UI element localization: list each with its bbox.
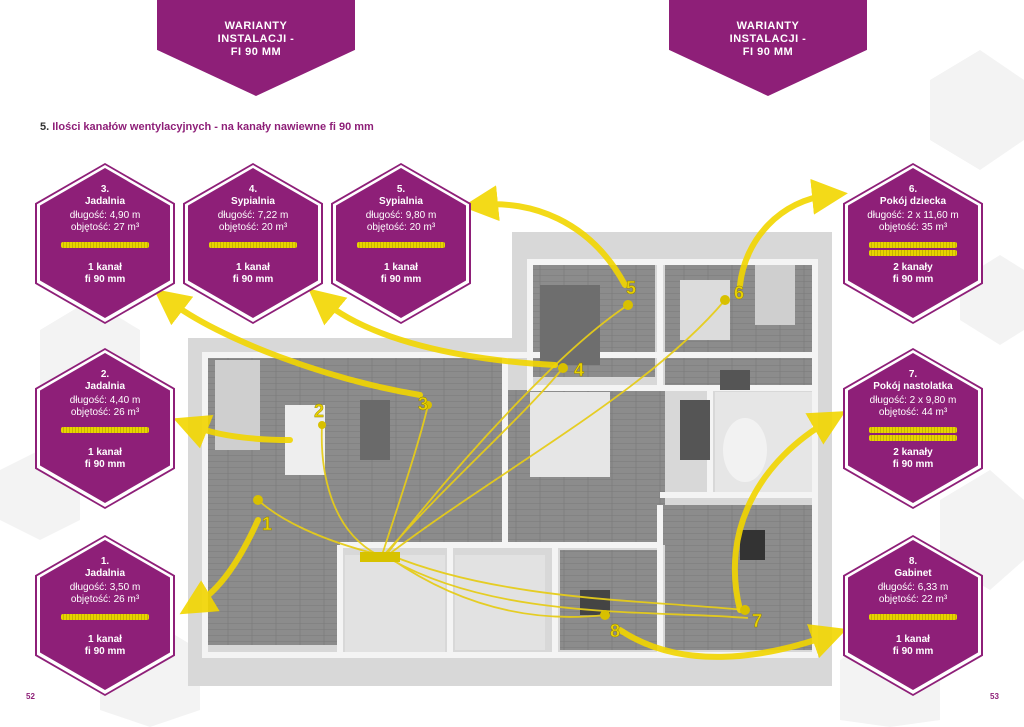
channel-diameter: fi 90 mm — [84, 274, 126, 285]
channel-diameter: fi 90 mm — [84, 646, 126, 657]
marker-7: 7 — [752, 611, 762, 631]
room-volume: objętość: 26 m³ — [70, 407, 140, 418]
room-number: 1. — [100, 556, 110, 567]
marker-4: 4 — [574, 360, 584, 380]
room-number: 7. — [908, 369, 918, 380]
duct-bar-icon — [61, 242, 149, 248]
marker-2: 2 — [314, 401, 324, 421]
channel-count: 2 kanały — [893, 262, 933, 273]
channel-count: 1 kanał — [88, 447, 122, 458]
banner-right-line2: INSTALACJI - — [729, 33, 807, 45]
duct-bars — [357, 242, 445, 248]
banner-left-line2: INSTALACJI - — [217, 33, 295, 45]
duct-bar-icon — [209, 242, 297, 248]
duct-bar-icon — [869, 242, 957, 248]
banner-right-line1: WARIANTY — [736, 20, 800, 32]
banner-left-line3: FI 90 MM — [230, 46, 282, 58]
duct-bar-icon — [869, 427, 957, 433]
room-volume: objętość: 26 m³ — [70, 594, 140, 605]
duct-bars — [61, 427, 149, 433]
channel-diameter: fi 90 mm — [84, 459, 126, 470]
room-length: długość: 3,50 m — [69, 582, 141, 593]
room-name: Gabinet — [894, 568, 932, 579]
channel-count: 2 kanały — [893, 447, 933, 458]
outlet-dots — [253, 295, 750, 620]
room-number: 8. — [908, 556, 918, 567]
channel-count: 1 kanał — [896, 634, 930, 645]
channel-diameter: fi 90 mm — [380, 274, 422, 285]
banner-right-line3: FI 90 MM — [742, 46, 794, 58]
duct-bar-icon — [869, 250, 957, 256]
marker-8: 8 — [610, 621, 620, 641]
channel-count: 1 kanał — [88, 262, 122, 273]
room-number: 6. — [908, 184, 918, 195]
room-name: Jadalnia — [84, 196, 126, 207]
channel-count: 1 kanał — [384, 262, 418, 273]
room-volume: objętość: 27 m³ — [70, 222, 140, 233]
room-number: 4. — [248, 184, 258, 195]
marker-5: 5 — [626, 278, 636, 298]
room-number: 3. — [100, 184, 110, 195]
room-length: długość: 9,80 m — [365, 210, 437, 221]
room-volume: objętość: 20 m³ — [366, 222, 436, 233]
apartment-outline — [188, 232, 832, 686]
room-name: Pokój nastolatka — [873, 381, 953, 392]
room-length: długość: 4,40 m — [69, 395, 141, 406]
duct-bars — [61, 242, 149, 248]
room-length: długość: 4,90 m — [69, 210, 141, 221]
room-volume: objętość: 22 m³ — [878, 594, 948, 605]
banner-left-line1: WARIANTY — [224, 20, 288, 32]
duct-bar-icon — [357, 242, 445, 248]
duct-bar-icon — [61, 427, 149, 433]
channel-diameter: fi 90 mm — [892, 646, 934, 657]
duct-bars — [61, 614, 149, 620]
marker-1: 1 — [262, 514, 272, 534]
room-name: Sypialnia — [379, 196, 423, 207]
page-number-left: 52 — [26, 692, 35, 701]
page-number-right: 53 — [990, 692, 999, 701]
room-number: 5. — [396, 184, 406, 195]
section-title: 5. Ilości kanałów wentylacyjnych - na ka… — [40, 121, 374, 133]
room-length: długość: 2 x 11,60 m — [867, 210, 959, 221]
room-name: Jadalnia — [84, 381, 126, 392]
room-name: Jadalnia — [84, 568, 126, 579]
room-length: długość: 6,33 m — [877, 582, 949, 593]
duct-bars — [209, 242, 297, 248]
channel-count: 1 kanał — [236, 262, 270, 273]
section-number: 5. — [40, 121, 50, 133]
duct-bars — [869, 614, 957, 620]
duct-bar-icon — [869, 435, 957, 441]
channel-diameter: fi 90 mm — [892, 459, 934, 470]
duct-bar-icon — [61, 614, 149, 620]
marker-6: 6 — [734, 283, 744, 303]
room-volume: objętość: 20 m³ — [218, 222, 288, 233]
duct-bars — [869, 427, 957, 441]
marker-3: 3 — [418, 394, 428, 414]
room-name: Sypialnia — [231, 196, 275, 207]
room-length: długość: 2 x 9,80 m — [869, 395, 957, 406]
duct-lines — [257, 299, 749, 619]
channel-diameter: fi 90 mm — [892, 274, 934, 285]
duct-bar-icon — [869, 614, 957, 620]
room-volume: objętość: 35 m³ — [878, 222, 948, 233]
room-name: Pokój dziecka — [879, 196, 947, 207]
room-number: 2. — [100, 369, 110, 380]
room-arrows — [153, 178, 848, 660]
section-title-text: Ilości kanałów wentylacyjnych - na kanał… — [52, 121, 374, 133]
channel-count: 1 kanał — [88, 634, 122, 645]
duct-bars — [869, 242, 957, 256]
channel-diameter: fi 90 mm — [232, 274, 274, 285]
distribution-box — [360, 552, 400, 562]
room-length: długość: 7,22 m — [217, 210, 289, 221]
room-volume: objętość: 44 m³ — [878, 407, 948, 418]
